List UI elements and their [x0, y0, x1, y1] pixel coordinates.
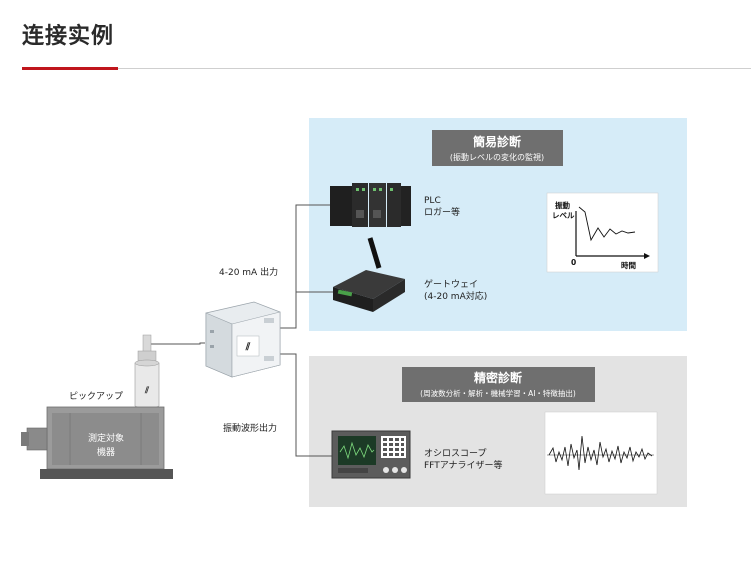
signal-converter: ⫽: [205, 301, 281, 378]
precise-diagnosis-title-box: 精密診断 (周波数分析・解析・機械学習・AI・特徴抽出): [402, 367, 595, 402]
oscilloscope-label-line1: オシロスコープ: [424, 448, 486, 459]
machine-label-line1: 測定対象: [88, 432, 124, 444]
chart-xlabel: 時間: [621, 260, 636, 270]
svg-text:⫽: ⫽: [144, 385, 150, 396]
chart-origin-label: 0: [571, 258, 576, 267]
plc-label-line1: PLC: [424, 196, 441, 206]
chart-ylabel-line2: レベル: [552, 211, 575, 220]
waveform-chart: [544, 411, 658, 495]
title-accent-bar: [22, 67, 118, 70]
precise-diagnosis-title: 精密診断: [474, 370, 522, 385]
pickup-label: ピックアップ: [69, 391, 123, 402]
simple-diagnosis-title: 簡易診断: [473, 134, 521, 149]
pickup-sensor: ⫽: [134, 334, 160, 410]
oscilloscope-device: [331, 430, 411, 479]
title-divider: [22, 68, 751, 69]
measured-machine: [21, 406, 173, 479]
output-waveform-label: 振動波形出力: [223, 422, 277, 434]
plc-label-line2: ロガー等: [424, 206, 460, 218]
page-title: 连接实例: [22, 24, 115, 49]
gateway-device: [333, 237, 405, 312]
simple-diagnosis-subtitle: (振動レベルの変化の監視): [450, 152, 544, 162]
output-current-label: 4-20 mA 出力: [219, 266, 278, 278]
gateway-label-line2: (4-20 mA対応): [424, 290, 487, 302]
precise-diagnosis-subtitle: (周波数分析・解析・機械学習・AI・特徴抽出): [420, 388, 576, 398]
gateway-label-line1: ゲートウェイ: [424, 278, 478, 290]
machine-label-line2: 機器: [97, 446, 115, 458]
svg-text:⫽: ⫽: [245, 341, 251, 353]
oscilloscope-label-line2: FFTアナライザー等: [424, 459, 503, 471]
simple-diagnosis-title-box: 簡易診断 (振動レベルの変化の監視): [432, 130, 563, 166]
chart-ylabel-line1: 振動: [555, 200, 570, 210]
plc-unit: [330, 183, 411, 227]
vibration-level-chart: 振動 レベル 0 時間: [546, 192, 659, 273]
